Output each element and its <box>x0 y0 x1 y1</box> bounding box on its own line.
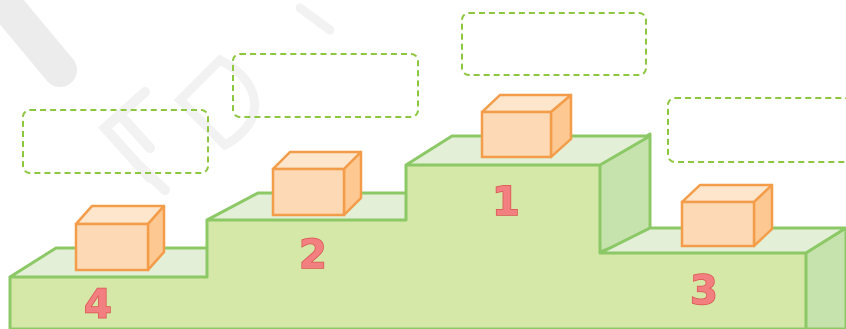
place-number-1: 1 <box>492 179 520 225</box>
watermark-stroke-1 <box>0 0 77 87</box>
watermark-letter-v <box>295 3 335 35</box>
watermark <box>0 0 335 195</box>
cube-place-3 <box>680 183 774 248</box>
place-number-4: 4 <box>84 282 112 328</box>
answer-box-place-3[interactable] <box>667 97 846 163</box>
cube-place-2 <box>271 150 363 217</box>
cube-place-1 <box>480 93 573 159</box>
answer-box-place-2[interactable] <box>232 53 419 118</box>
podium-front <box>8 163 808 329</box>
place-number-2: 2 <box>299 232 327 278</box>
watermark-letter-e <box>97 87 170 195</box>
answer-box-place-4[interactable] <box>22 109 209 174</box>
watermark-letter-d <box>173 54 259 151</box>
cube-place-4 <box>74 204 166 272</box>
place-number-3: 3 <box>690 268 718 314</box>
answer-box-place-1[interactable] <box>461 12 647 76</box>
